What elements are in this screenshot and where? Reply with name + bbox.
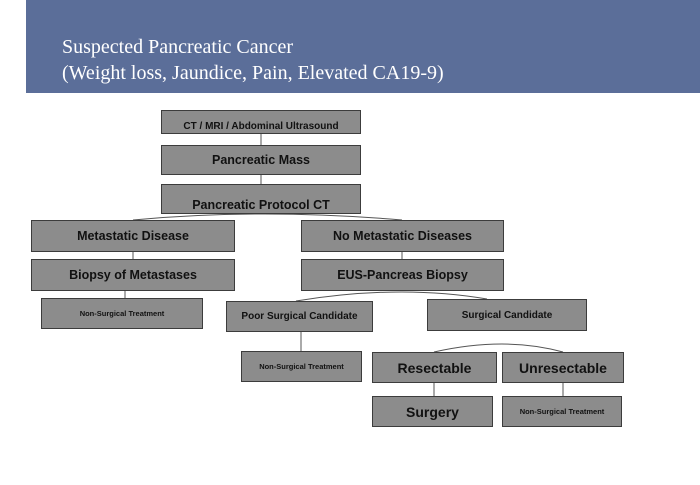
non-surgical-treatment-node-3: Non-Surgical Treatment (502, 396, 622, 427)
poor-surgical-candidate-node: Poor Surgical Candidate (226, 301, 373, 332)
non-surgical-treatment-node-1: Non-Surgical Treatment (41, 298, 203, 329)
eus-biopsy-node: EUS-Pancreas Biopsy (301, 259, 504, 291)
title-line-1: Suspected Pancreatic Cancer (62, 36, 294, 58)
connector-eus-split (295, 291, 488, 302)
pancreatic-mass-node: Pancreatic Mass (161, 145, 361, 175)
biopsy-metastases-node: Biopsy of Metastases (31, 259, 235, 291)
connector-protocol-split (132, 213, 403, 221)
surgery-node: Surgery (372, 396, 493, 427)
protocol-ct-node: Pancreatic Protocol CT (161, 184, 361, 214)
title-banner: Suspected Pancreatic Cancer (Weight loss… (26, 0, 700, 93)
imaging-node: CT / MRI / Abdominal Ultrasound (161, 110, 361, 134)
unresectable-node: Unresectable (502, 352, 624, 383)
no-metastatic-diseases-node: No Metastatic Diseases (301, 220, 504, 252)
non-surgical-treatment-node-2: Non-Surgical Treatment (241, 351, 362, 382)
surgical-candidate-node: Surgical Candidate (427, 299, 587, 331)
title-line-2: (Weight loss, Jaundice, Pain, Elevated C… (62, 62, 444, 84)
metastatic-disease-node: Metastatic Disease (31, 220, 235, 252)
connector-candidate-split (433, 343, 564, 353)
resectable-node: Resectable (372, 352, 497, 383)
